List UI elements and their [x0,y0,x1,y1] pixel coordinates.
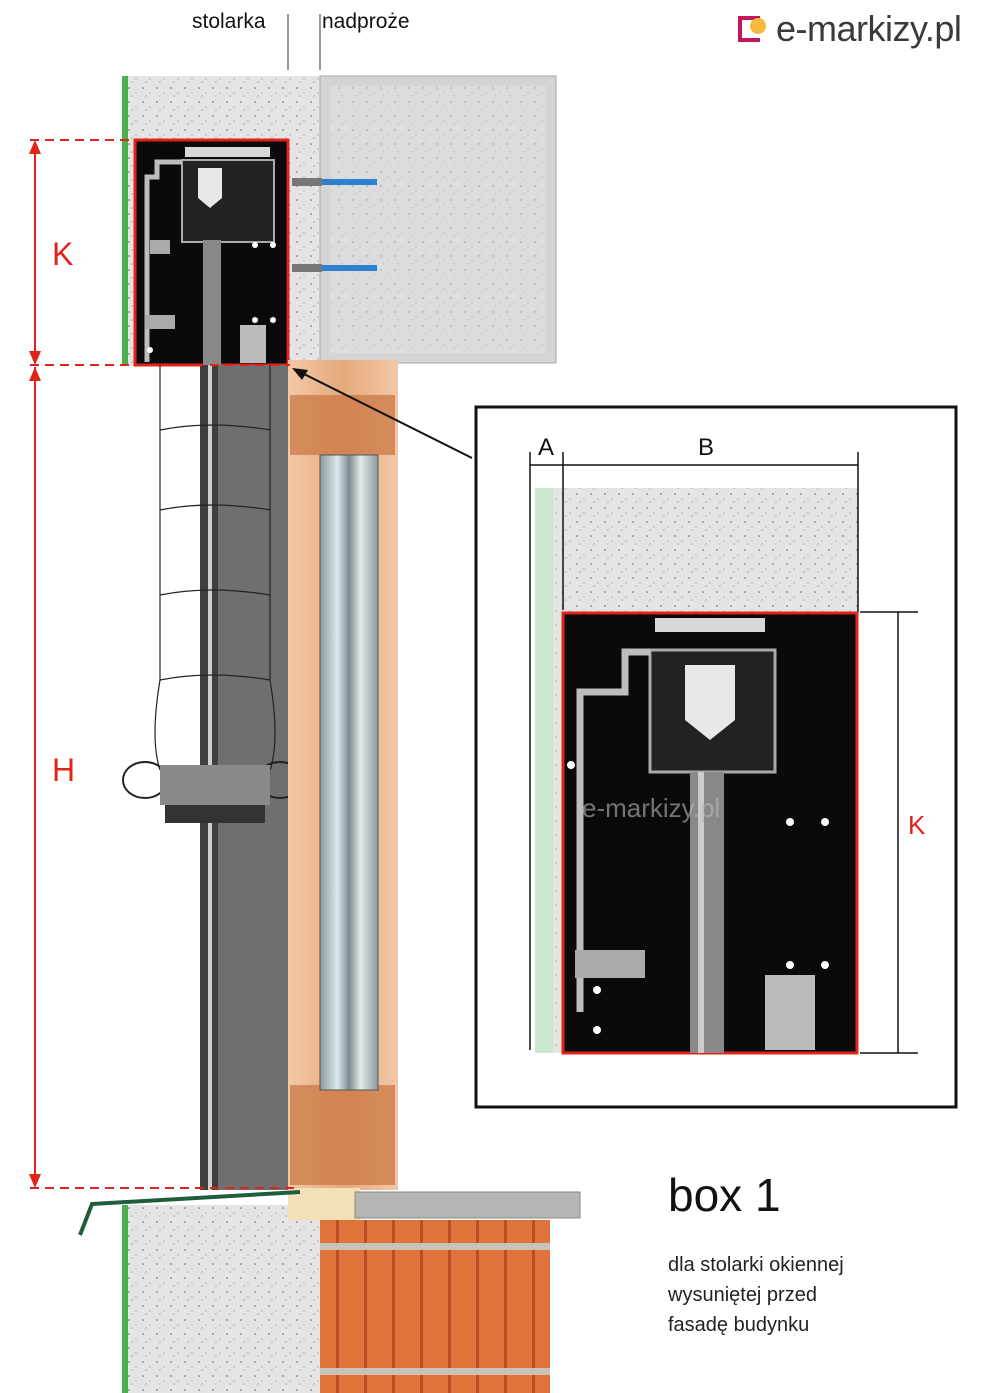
lower-wall [122,1205,320,1393]
label-nadproze: nadproże [322,10,410,33]
drip-flashing [78,1190,301,1236]
blind-slat-pack [122,761,303,823]
caption-line: wysuniętej przed [668,1284,817,1306]
detail-a-label: A [538,434,555,461]
roller-box [133,138,290,367]
caption-title: box 1 [668,1169,781,1221]
detail-k-label: K [908,810,926,840]
window-sill [354,1191,581,1219]
dimension-k-label: K [52,236,74,272]
caption-line: dla stolarki okiennej [668,1254,844,1276]
facade-finish [122,76,128,366]
main-dimensions [29,139,300,1189]
caption-description: dla stolarki okiennej wysuniętej przed f… [668,1250,844,1340]
logo: e-markizy.pl [738,8,962,50]
anchor-bolts [292,178,377,272]
detail-inset [474,405,958,1109]
logo-text: e-markizy.pl [776,8,962,49]
label-stolarka: stolarka [192,10,266,33]
watermark: e-markizy.pl [582,793,721,823]
logo-icon [738,12,768,46]
dimension-h-label: H [52,752,76,788]
brick-wall [320,1220,550,1393]
detail-b-label: B [698,434,715,461]
callout-arrow [299,371,473,459]
caption-line: fasadę budynku [668,1314,810,1336]
window-glazing [319,454,379,1091]
